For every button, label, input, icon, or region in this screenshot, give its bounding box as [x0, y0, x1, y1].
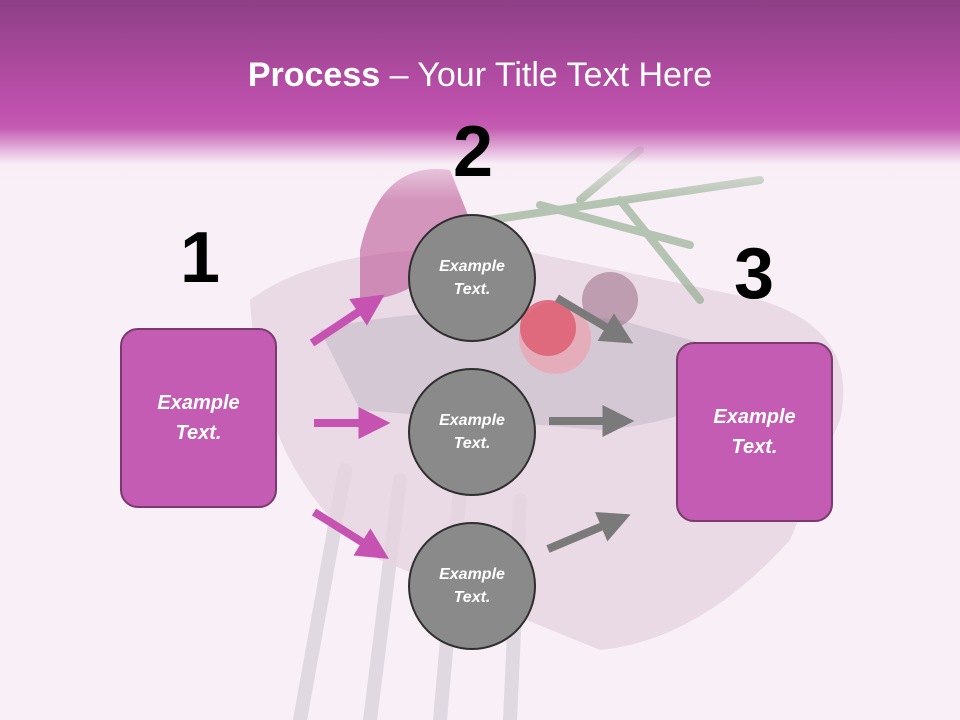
circle-middle-line2: Text. [453, 435, 491, 452]
step-1-label-line2: Text. [175, 422, 222, 444]
step-1-label-line1: Example [157, 392, 240, 414]
title-separator: – [380, 56, 418, 94]
step-number-3: 3 [733, 234, 775, 314]
circle-top-line1: Example [439, 258, 505, 275]
page-title: Process – Your Title Text Here [0, 52, 960, 98]
gray-arrow-up [546, 511, 631, 553]
title-rest: Your Title Text Here [417, 56, 713, 94]
step-3-box[interactable]: Example Text. [676, 342, 833, 522]
circle-middle[interactable]: Example Text. [408, 368, 536, 496]
step-1-box[interactable]: Example Text. [120, 328, 277, 508]
title-banner [0, 0, 960, 200]
pink-arrow-down [311, 508, 389, 559]
step-number-2: 2 [452, 112, 494, 192]
circle-middle-line1: Example [439, 412, 505, 429]
step-number-1: 1 [179, 218, 221, 298]
step-3-label-line2: Text. [731, 436, 778, 458]
circle-bottom[interactable]: Example Text. [408, 522, 536, 650]
circle-top-line2: Text. [453, 281, 491, 298]
step-3-label-line1: Example [713, 406, 796, 428]
pink-arrow-up [309, 294, 385, 347]
circle-top[interactable]: Example Text. [408, 214, 536, 342]
circle-bottom-line2: Text. [453, 589, 491, 606]
title-bold: Process [247, 56, 381, 94]
gray-arrow-down [554, 294, 634, 344]
circle-bottom-line1: Example [439, 566, 505, 583]
